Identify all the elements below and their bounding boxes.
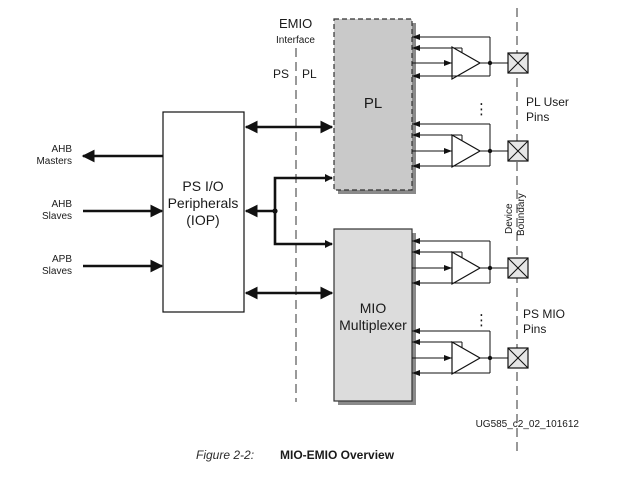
pl-buffer-2-pad-x2 [507, 140, 529, 162]
pl-user-pins-label-1: PL User [526, 95, 569, 109]
pl-block [333, 18, 413, 191]
mio-buffer-1-pad-x2 [507, 257, 529, 279]
iop-block [162, 111, 245, 313]
pl-pins-ellipsis: ⋮ [474, 101, 489, 118]
caption-title: MIO-EMIO Overview [280, 448, 395, 462]
mio-buffer-1-triangle [451, 250, 482, 286]
iop-branch-link [273, 176, 332, 246]
figure-id-label: UG585_c2_02_101612 [476, 419, 580, 430]
caption-number: Figure 2-2: [196, 448, 254, 462]
pl-buffer-1-data-arrow [444, 60, 452, 66]
branch-junction [272, 208, 278, 214]
pl-buffer-1-triangle [451, 45, 482, 81]
pl-buffer-2-triangle [451, 133, 482, 169]
branch-arrow-mio [325, 240, 333, 248]
iop-label-line2: Peripherals [168, 195, 239, 211]
pl-buffer-1-bot-arrow [412, 73, 420, 79]
pl-buffer-2-data-arrow [444, 148, 452, 154]
ahb-masters-label-1: AHB [51, 144, 72, 155]
apb-slaves-label-2: Slaves [42, 266, 72, 277]
pl-side-label: PL [302, 67, 317, 81]
pl-buffer-1-top-arrow [412, 34, 420, 40]
io-buffers [412, 34, 529, 376]
mio-pins-ellipsis: ⋮ [474, 312, 489, 329]
pl-block-label: PL [364, 95, 382, 112]
pl-buffer-1-pad-x2 [507, 52, 529, 74]
mio-buffer-2-data-arrow [444, 355, 452, 361]
iop-label-line3: (IOP) [186, 212, 219, 228]
apb-slaves-label-1: APB [52, 254, 72, 265]
branch-arrow-pl [325, 174, 333, 182]
ahb-masters-label-2: Masters [36, 156, 72, 167]
mio-label-line2: Multiplexer [339, 317, 407, 333]
device-boundary-label-1: Device [504, 203, 515, 234]
mio-buffer-2-top-arrow [412, 328, 420, 334]
mio-buffer-1-bot-arrow [412, 280, 420, 286]
mio-block [333, 228, 413, 402]
device-boundary-label-2: Boundary [516, 193, 527, 236]
ps-mio-pins-label-1: PS MIO [523, 307, 565, 321]
mio-label-line1: MIO [360, 300, 387, 316]
interface-label: Interface [276, 35, 315, 46]
mio-buffer-1-top-arrow [412, 238, 420, 244]
ps-side-label: PS [273, 67, 289, 81]
mio-buffer-2-pad-x2 [507, 347, 529, 369]
ps-mio-pins-label-2: Pins [523, 322, 546, 336]
pl-buffer-2-bot-arrow [412, 163, 420, 169]
pl-buffer-2-top-arrow [412, 121, 420, 127]
mio-buffer-2-triangle [451, 340, 482, 376]
mio-buffer-1-data-arrow [444, 265, 452, 271]
pl-user-pins-label-2: Pins [526, 110, 549, 124]
ahb-slaves-label-1: AHB [51, 199, 72, 210]
iop-label-line1: PS I/O [182, 178, 223, 194]
emio-label: EMIO [279, 16, 312, 31]
ahb-slaves-label-2: Slaves [42, 211, 72, 222]
mio-buffer-2-bot-arrow [412, 370, 420, 376]
